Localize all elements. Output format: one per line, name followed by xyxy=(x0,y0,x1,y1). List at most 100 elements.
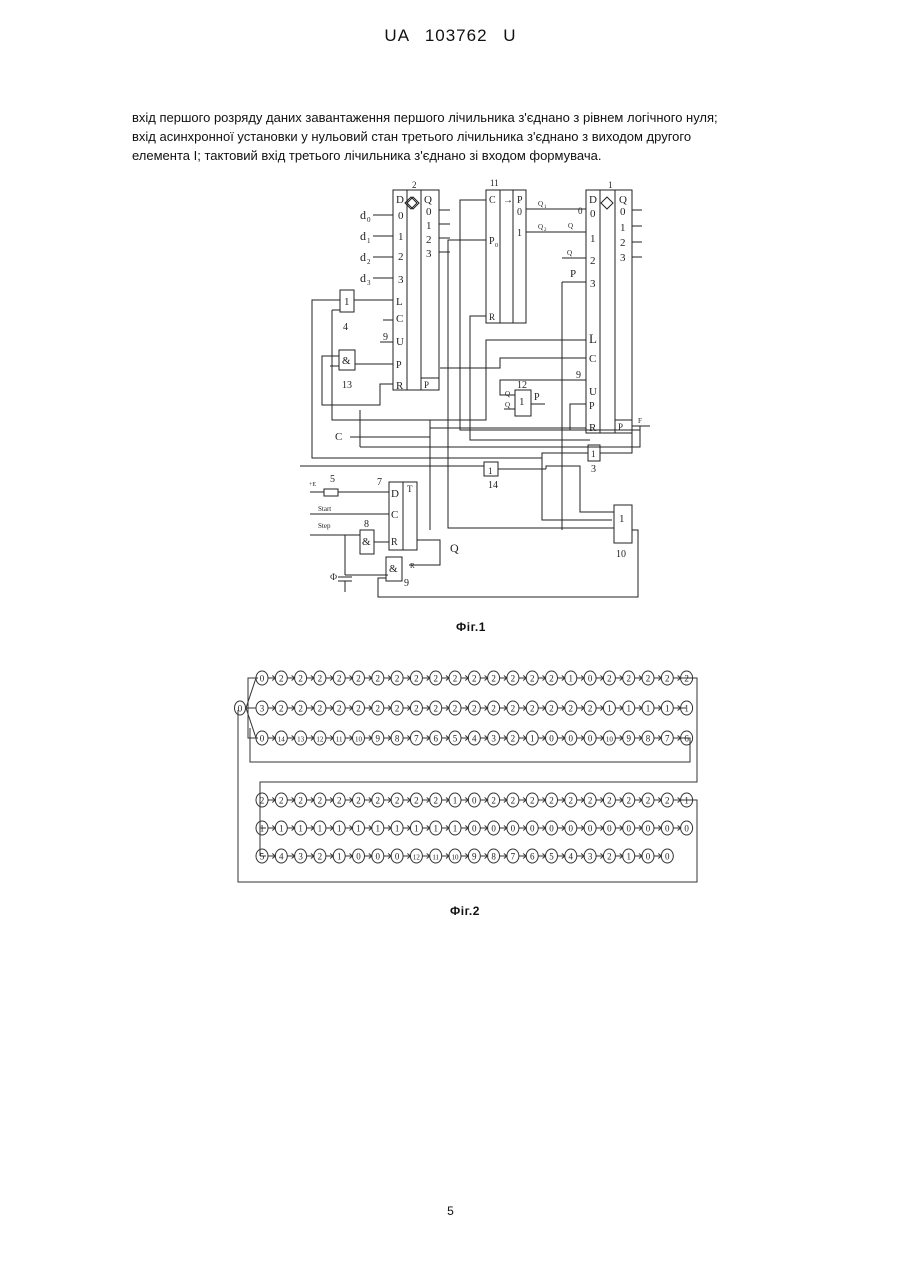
state-label: 2 xyxy=(376,704,381,714)
state-label: 1 xyxy=(530,734,535,744)
svg-text:0: 0 xyxy=(495,243,498,249)
state-label: 14 xyxy=(278,736,286,744)
state-label: 3 xyxy=(588,852,593,862)
fig1-caption: Фіг.1 xyxy=(456,620,486,634)
state-label: 0 xyxy=(395,852,400,862)
state-label: 12 xyxy=(413,854,421,862)
state-label: 0 xyxy=(472,796,477,806)
fig2-state-diagram: 0022222222222222210222223222222222222222… xyxy=(0,660,901,920)
svg-text:1: 1 xyxy=(367,237,371,245)
svg-text:&: & xyxy=(389,563,398,575)
state-label: 0 xyxy=(607,824,612,834)
counter-2-inputs: d 0 d 1 d 2 d 3 xyxy=(360,208,450,287)
svg-text:4: 4 xyxy=(343,322,348,333)
state-label: 1 xyxy=(607,704,612,714)
svg-text:Q: Q xyxy=(424,194,432,206)
state-label: 2 xyxy=(530,704,535,714)
state-label: 2 xyxy=(376,674,381,684)
state-label: 2 xyxy=(607,796,612,806)
svg-text:P: P xyxy=(589,401,595,412)
state-label: 4 xyxy=(279,852,284,862)
svg-text:P: P xyxy=(618,422,623,432)
counter-2: 2 D Q 0 1 2 3 0 1 2 3 L C U P R P xyxy=(393,180,439,392)
state-label: 2 xyxy=(433,704,438,714)
state-label: 2 xyxy=(356,796,361,806)
svg-text:Step: Step xyxy=(318,522,331,530)
state-label: 9 xyxy=(626,734,631,744)
state-label: 0 xyxy=(569,734,574,744)
svg-text:Q: Q xyxy=(505,401,510,409)
svg-text:1: 1 xyxy=(590,233,596,245)
state-label: 2 xyxy=(491,796,496,806)
state-label: 9 xyxy=(472,852,477,862)
input-network: +E 5 Start Step Ф xyxy=(309,474,389,592)
svg-text:1: 1 xyxy=(519,396,525,408)
svg-text:Q: Q xyxy=(450,541,459,555)
state-label: 2 xyxy=(607,674,612,684)
state-label: 11 xyxy=(432,854,439,862)
state-label: 13 xyxy=(297,736,305,744)
svg-text:8: 8 xyxy=(364,519,369,530)
state-label: 1 xyxy=(279,824,284,834)
state-label: 2 xyxy=(376,796,381,806)
state-label: 1 xyxy=(626,704,631,714)
svg-text:3: 3 xyxy=(620,252,626,264)
svg-text:14: 14 xyxy=(488,480,498,491)
state-label-start: 0 xyxy=(238,704,243,714)
svg-text:L: L xyxy=(396,296,403,308)
state-label: 1 xyxy=(433,824,438,834)
state-label: 1 xyxy=(337,852,342,862)
state-label: 1 xyxy=(260,824,265,834)
state-label: 6 xyxy=(433,734,438,744)
svg-text:2: 2 xyxy=(426,234,432,246)
svg-text:0: 0 xyxy=(620,206,626,218)
state-label: 3 xyxy=(491,734,496,744)
fig2-nodes: 0022222222222222210222223222222222222222… xyxy=(235,671,693,863)
svg-text:P: P xyxy=(534,392,540,403)
state-label: 1 xyxy=(318,824,323,834)
svg-text:P: P xyxy=(424,380,429,390)
state-label: 4 xyxy=(569,852,574,862)
svg-text:Q: Q xyxy=(567,249,572,257)
gate-8: & 8 xyxy=(360,519,389,554)
state-label: 2 xyxy=(279,796,284,806)
svg-text:3: 3 xyxy=(398,274,404,286)
state-label: 2 xyxy=(356,704,361,714)
gate-12: 1 12 P Q Q xyxy=(500,380,586,416)
svg-text:P: P xyxy=(517,195,523,206)
svg-text:2: 2 xyxy=(367,258,371,266)
state-label: 2 xyxy=(549,796,554,806)
svg-text:1: 1 xyxy=(608,180,613,190)
state-label: 0 xyxy=(472,824,477,834)
svg-text:R: R xyxy=(391,537,398,548)
state-label: 5 xyxy=(549,852,554,862)
state-label: 6 xyxy=(684,734,689,744)
svg-text:1: 1 xyxy=(398,231,404,243)
state-label: 0 xyxy=(530,824,535,834)
state-label: 0 xyxy=(684,824,689,834)
svg-text:10: 10 xyxy=(616,549,626,560)
state-label: 2 xyxy=(279,704,284,714)
state-label: 8 xyxy=(395,734,400,744)
state-label: 3 xyxy=(298,852,303,862)
svg-text:0: 0 xyxy=(367,216,371,224)
svg-text:Ф: Ф xyxy=(330,572,337,582)
state-label: 2 xyxy=(453,704,458,714)
svg-text:9: 9 xyxy=(576,370,581,381)
state-label: 2 xyxy=(472,674,477,684)
state-label: 4 xyxy=(472,734,477,744)
svg-text:Q: Q xyxy=(505,390,510,398)
svg-text:9: 9 xyxy=(383,332,388,343)
state-label: 2 xyxy=(433,796,438,806)
fig1-schematic: 2 D Q 0 1 2 3 0 1 2 3 L C U P R P d 0 d … xyxy=(0,0,901,620)
svg-text:d: d xyxy=(360,271,366,285)
state-label: 1 xyxy=(626,852,631,862)
state-label: 1 xyxy=(414,824,419,834)
svg-text:L: L xyxy=(589,331,597,346)
gate-10: 1 10 xyxy=(546,466,632,560)
state-label: 0 xyxy=(260,674,265,684)
state-label: 2 xyxy=(684,674,689,684)
svg-text:2: 2 xyxy=(620,237,626,249)
state-label: 2 xyxy=(395,796,400,806)
svg-text:U: U xyxy=(396,336,404,348)
